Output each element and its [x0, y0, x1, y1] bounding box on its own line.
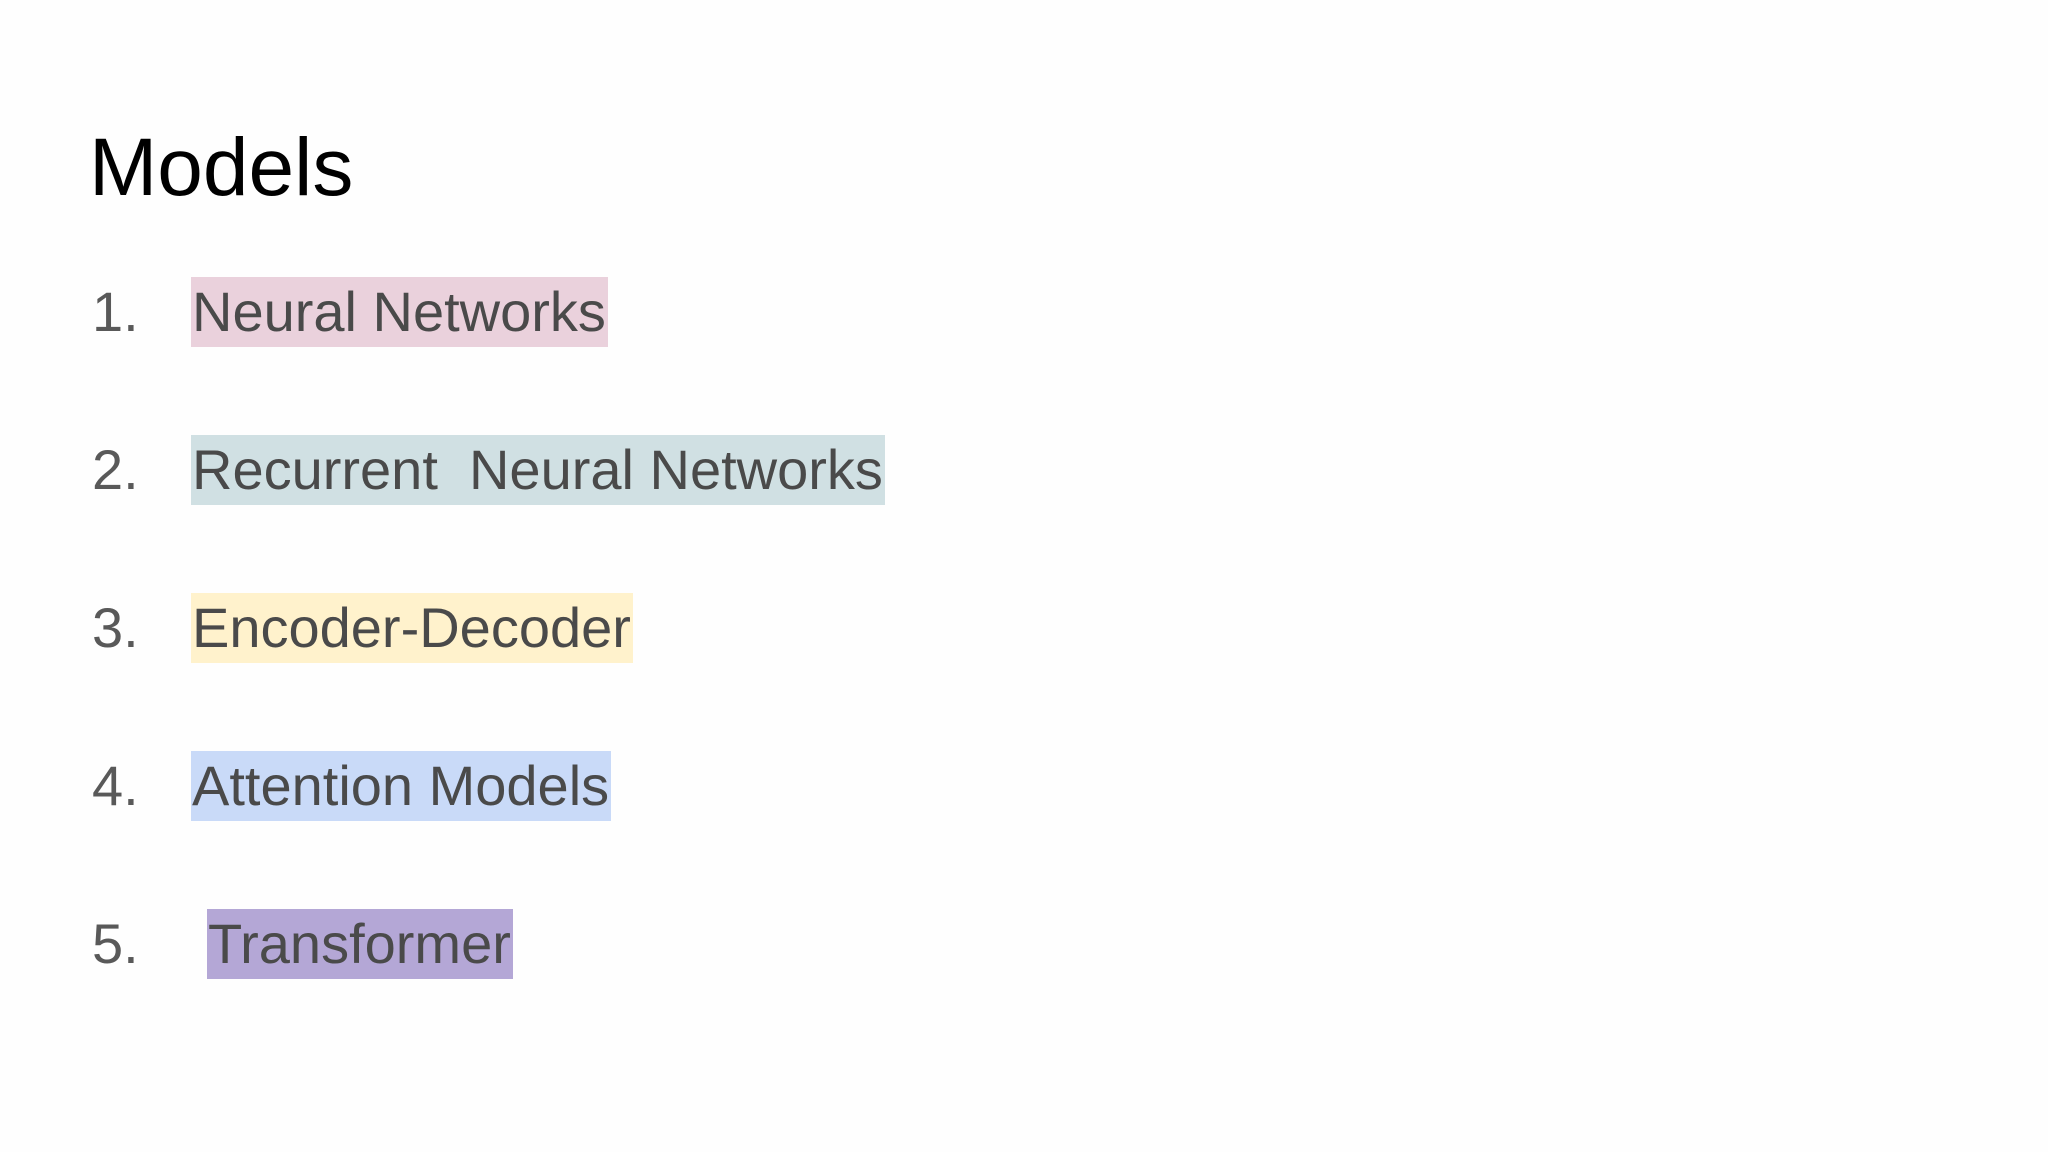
- list-number: 4.: [92, 754, 139, 817]
- list-label-encoder-decoder: Encoder-Decoder: [191, 593, 633, 663]
- list-label-neural-networks: Neural Networks: [191, 277, 608, 347]
- list-number: 5.: [92, 912, 139, 975]
- list-item: 4. Attention Models: [0, 751, 1000, 821]
- list-number: 1.: [92, 280, 139, 343]
- list-item: 1. Neural Networks: [0, 277, 1000, 347]
- list-label-transformer: Transformer: [207, 909, 513, 979]
- list-label-attention-models: Attention Models: [191, 751, 612, 821]
- list-item: 2. Recurrent Neural Networks: [0, 435, 1000, 505]
- list-label-recurrent-neural-networks: Recurrent Neural Networks: [191, 435, 885, 505]
- slide-title: Models: [89, 122, 354, 213]
- list-number: 2.: [92, 438, 139, 501]
- list-item: 3. Encoder-Decoder: [0, 593, 1000, 663]
- list-number: 3.: [92, 596, 139, 659]
- list-item: 5. Transformer: [0, 909, 1000, 979]
